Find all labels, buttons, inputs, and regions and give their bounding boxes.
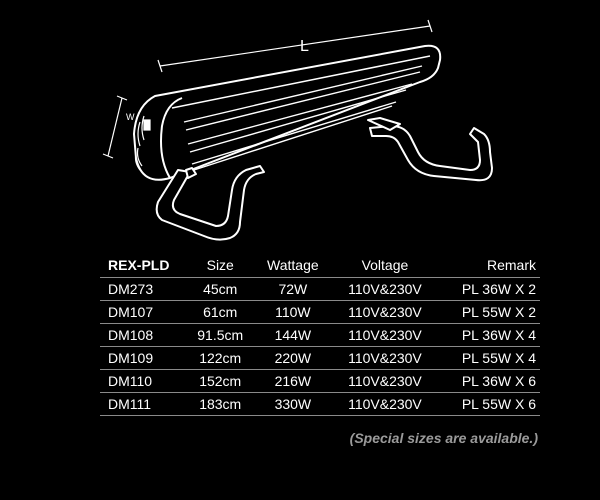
- table-header-row: REX-PLD Size Wattage Voltage Remark: [100, 253, 540, 278]
- cell-model: DM108: [100, 323, 187, 347]
- cell-remark: PL 36W X 4: [438, 323, 540, 347]
- lamp-body: [133, 44, 442, 181]
- table-row: DM108 91.5cm 144W 110V&230V PL 36W X 4: [100, 323, 540, 347]
- width-label: W: [126, 112, 135, 122]
- cell-wattage: 330W: [254, 392, 332, 416]
- cell-wattage: 220W: [254, 346, 332, 370]
- cell-voltage: 110V&230V: [331, 323, 439, 347]
- header-voltage: Voltage: [331, 253, 439, 278]
- stand-leg-right: [367, 117, 493, 182]
- table-row: DM110 152cm 216W 110V&230V PL 36W X 6: [100, 369, 540, 393]
- cell-voltage: 110V&230V: [331, 277, 439, 301]
- cell-remark: PL 55W X 2: [438, 300, 540, 324]
- cell-wattage: 72W: [254, 277, 332, 301]
- cell-model: DM110: [100, 369, 187, 393]
- cell-size: 122cm: [186, 346, 255, 370]
- cell-size: 152cm: [186, 369, 255, 393]
- end-cap-ribs: [134, 115, 151, 171]
- cell-size: 91.5cm: [186, 323, 255, 347]
- cell-voltage: 110V&230V: [331, 300, 439, 324]
- cell-wattage: 216W: [254, 369, 332, 393]
- cell-remark: PL 55W X 6: [438, 392, 540, 416]
- cell-wattage: 110W: [254, 300, 332, 324]
- table-row: DM109 122cm 220W 110V&230V PL 55W X 4: [100, 346, 540, 370]
- header-wattage: Wattage: [254, 253, 332, 278]
- cell-model: DM273: [100, 277, 187, 301]
- header-remark: Remark: [438, 253, 540, 278]
- cell-remark: PL 36W X 2: [438, 277, 540, 301]
- table-row: DM107 61cm 110W 110V&230V PL 55W X 2: [100, 300, 540, 324]
- lamp-fixture-diagram: L W: [102, 19, 493, 241]
- cell-model: DM109: [100, 346, 187, 370]
- cell-size: 61cm: [186, 300, 255, 324]
- length-label: L: [300, 38, 309, 55]
- cell-model: DM111: [100, 392, 187, 416]
- stand-leg-left: [155, 165, 265, 241]
- cell-voltage: 110V&230V: [331, 346, 439, 370]
- spec-table: REX-PLD Size Wattage Voltage Remark DM27…: [100, 253, 540, 416]
- header-size: Size: [186, 253, 255, 278]
- table-row: DM273 45cm 72W 110V&230V PL 36W X 2: [100, 277, 540, 301]
- cell-voltage: 110V&230V: [331, 392, 439, 416]
- special-sizes-note: (Special sizes are available.): [349, 430, 538, 446]
- width-dimension: [102, 95, 128, 159]
- lamp-tubes: [183, 65, 423, 171]
- table-row: DM111 183cm 330W 110V&230V PL 55W X 6: [100, 392, 540, 416]
- length-dimension: [157, 19, 433, 73]
- cell-size: 183cm: [186, 392, 255, 416]
- header-model: REX-PLD: [100, 253, 187, 278]
- cell-model: DM107: [100, 300, 187, 324]
- cell-remark: PL 55W X 4: [438, 346, 540, 370]
- cell-voltage: 110V&230V: [331, 369, 439, 393]
- cell-wattage: 144W: [254, 323, 332, 347]
- cell-size: 45cm: [186, 277, 255, 301]
- cell-remark: PL 36W X 6: [438, 369, 540, 393]
